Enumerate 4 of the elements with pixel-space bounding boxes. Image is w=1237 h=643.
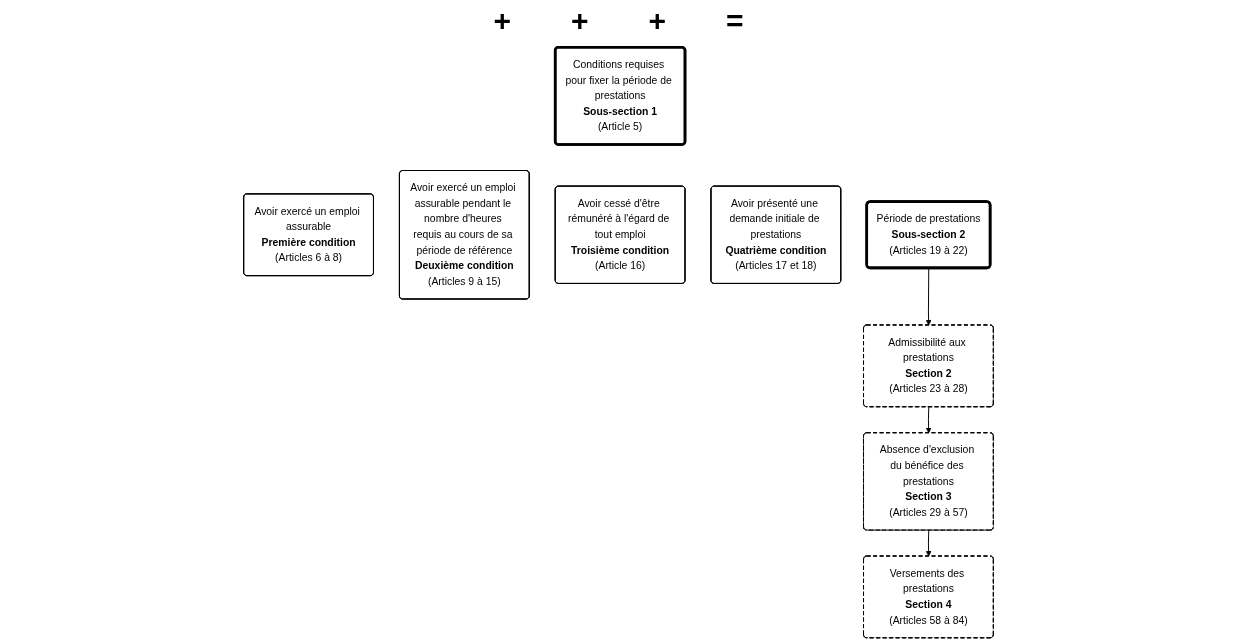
operator-sign: =	[726, 4, 744, 38]
operator-sign: +	[648, 4, 667, 38]
operator-sign: +	[570, 4, 589, 38]
operator-sign: +	[493, 4, 511, 38]
